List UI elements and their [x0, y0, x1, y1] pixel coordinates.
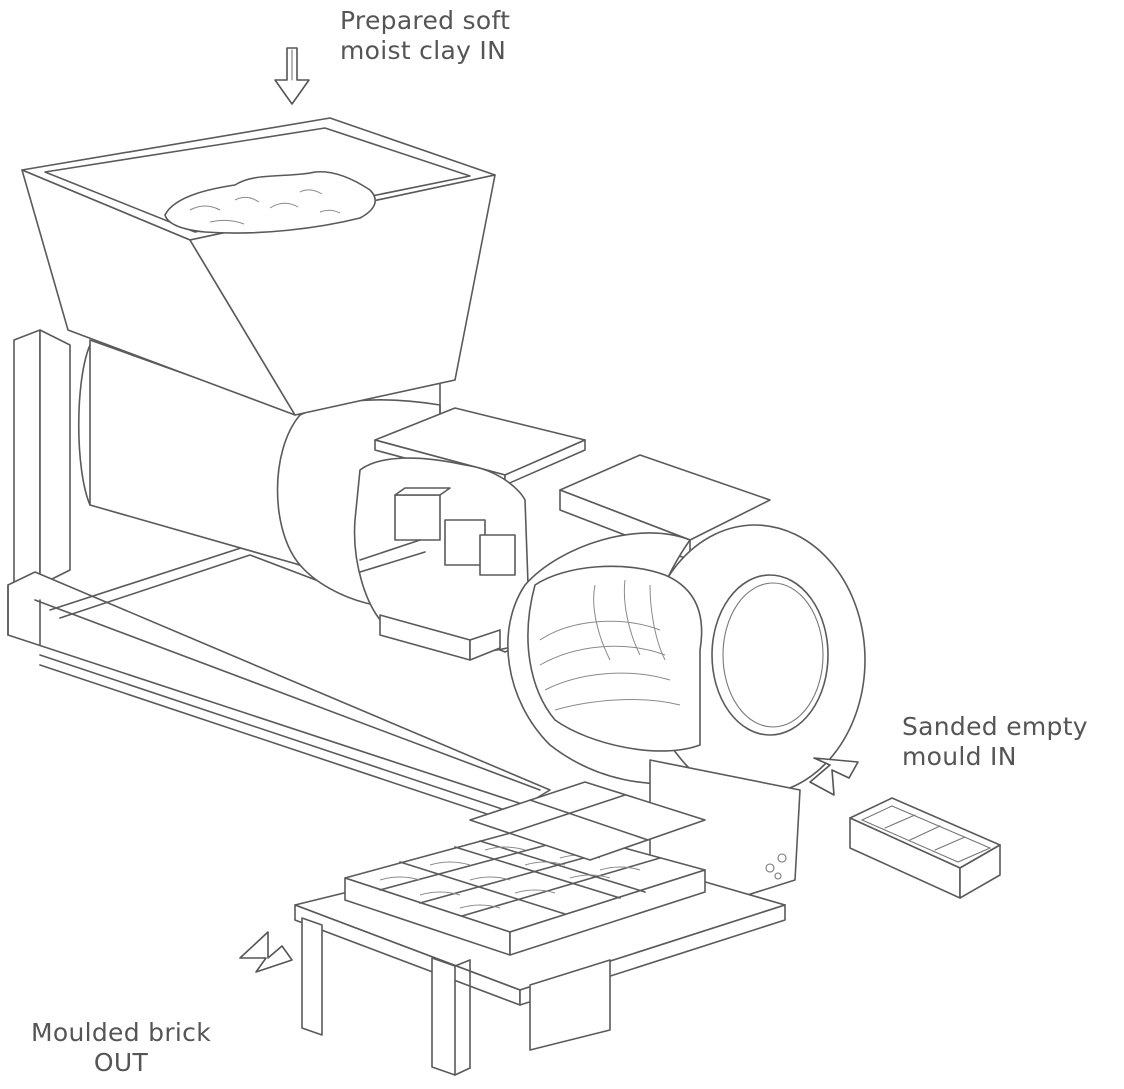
clay-in-arrow-icon: [274, 47, 310, 105]
mould-drum: [507, 454, 866, 911]
brick-out-label-line1: Moulded brick: [31, 1018, 211, 1047]
clay-in-label: Prepared soft moist clay IN: [340, 6, 510, 66]
clay-in-label-line1: Prepared soft: [340, 6, 511, 35]
brick-out-label-line2: OUT: [93, 1048, 149, 1077]
mould-in-label: Sanded empty mould IN: [902, 712, 1088, 772]
mould-in-label-line1: Sanded empty: [902, 712, 1088, 741]
brick-out-arrow-icon: [239, 931, 293, 973]
brick-out-label: Moulded brick OUT: [8, 1018, 234, 1078]
empty-mould: [849, 797, 1001, 899]
clay-in-label-line2: moist clay IN: [340, 36, 507, 65]
extruder-housing: [353, 407, 586, 661]
mould-in-label-line2: mould IN: [902, 742, 1017, 771]
mould-tray: [294, 781, 786, 1076]
hopper: [21, 117, 496, 416]
mould-in-arrow-icon: [809, 757, 859, 796]
